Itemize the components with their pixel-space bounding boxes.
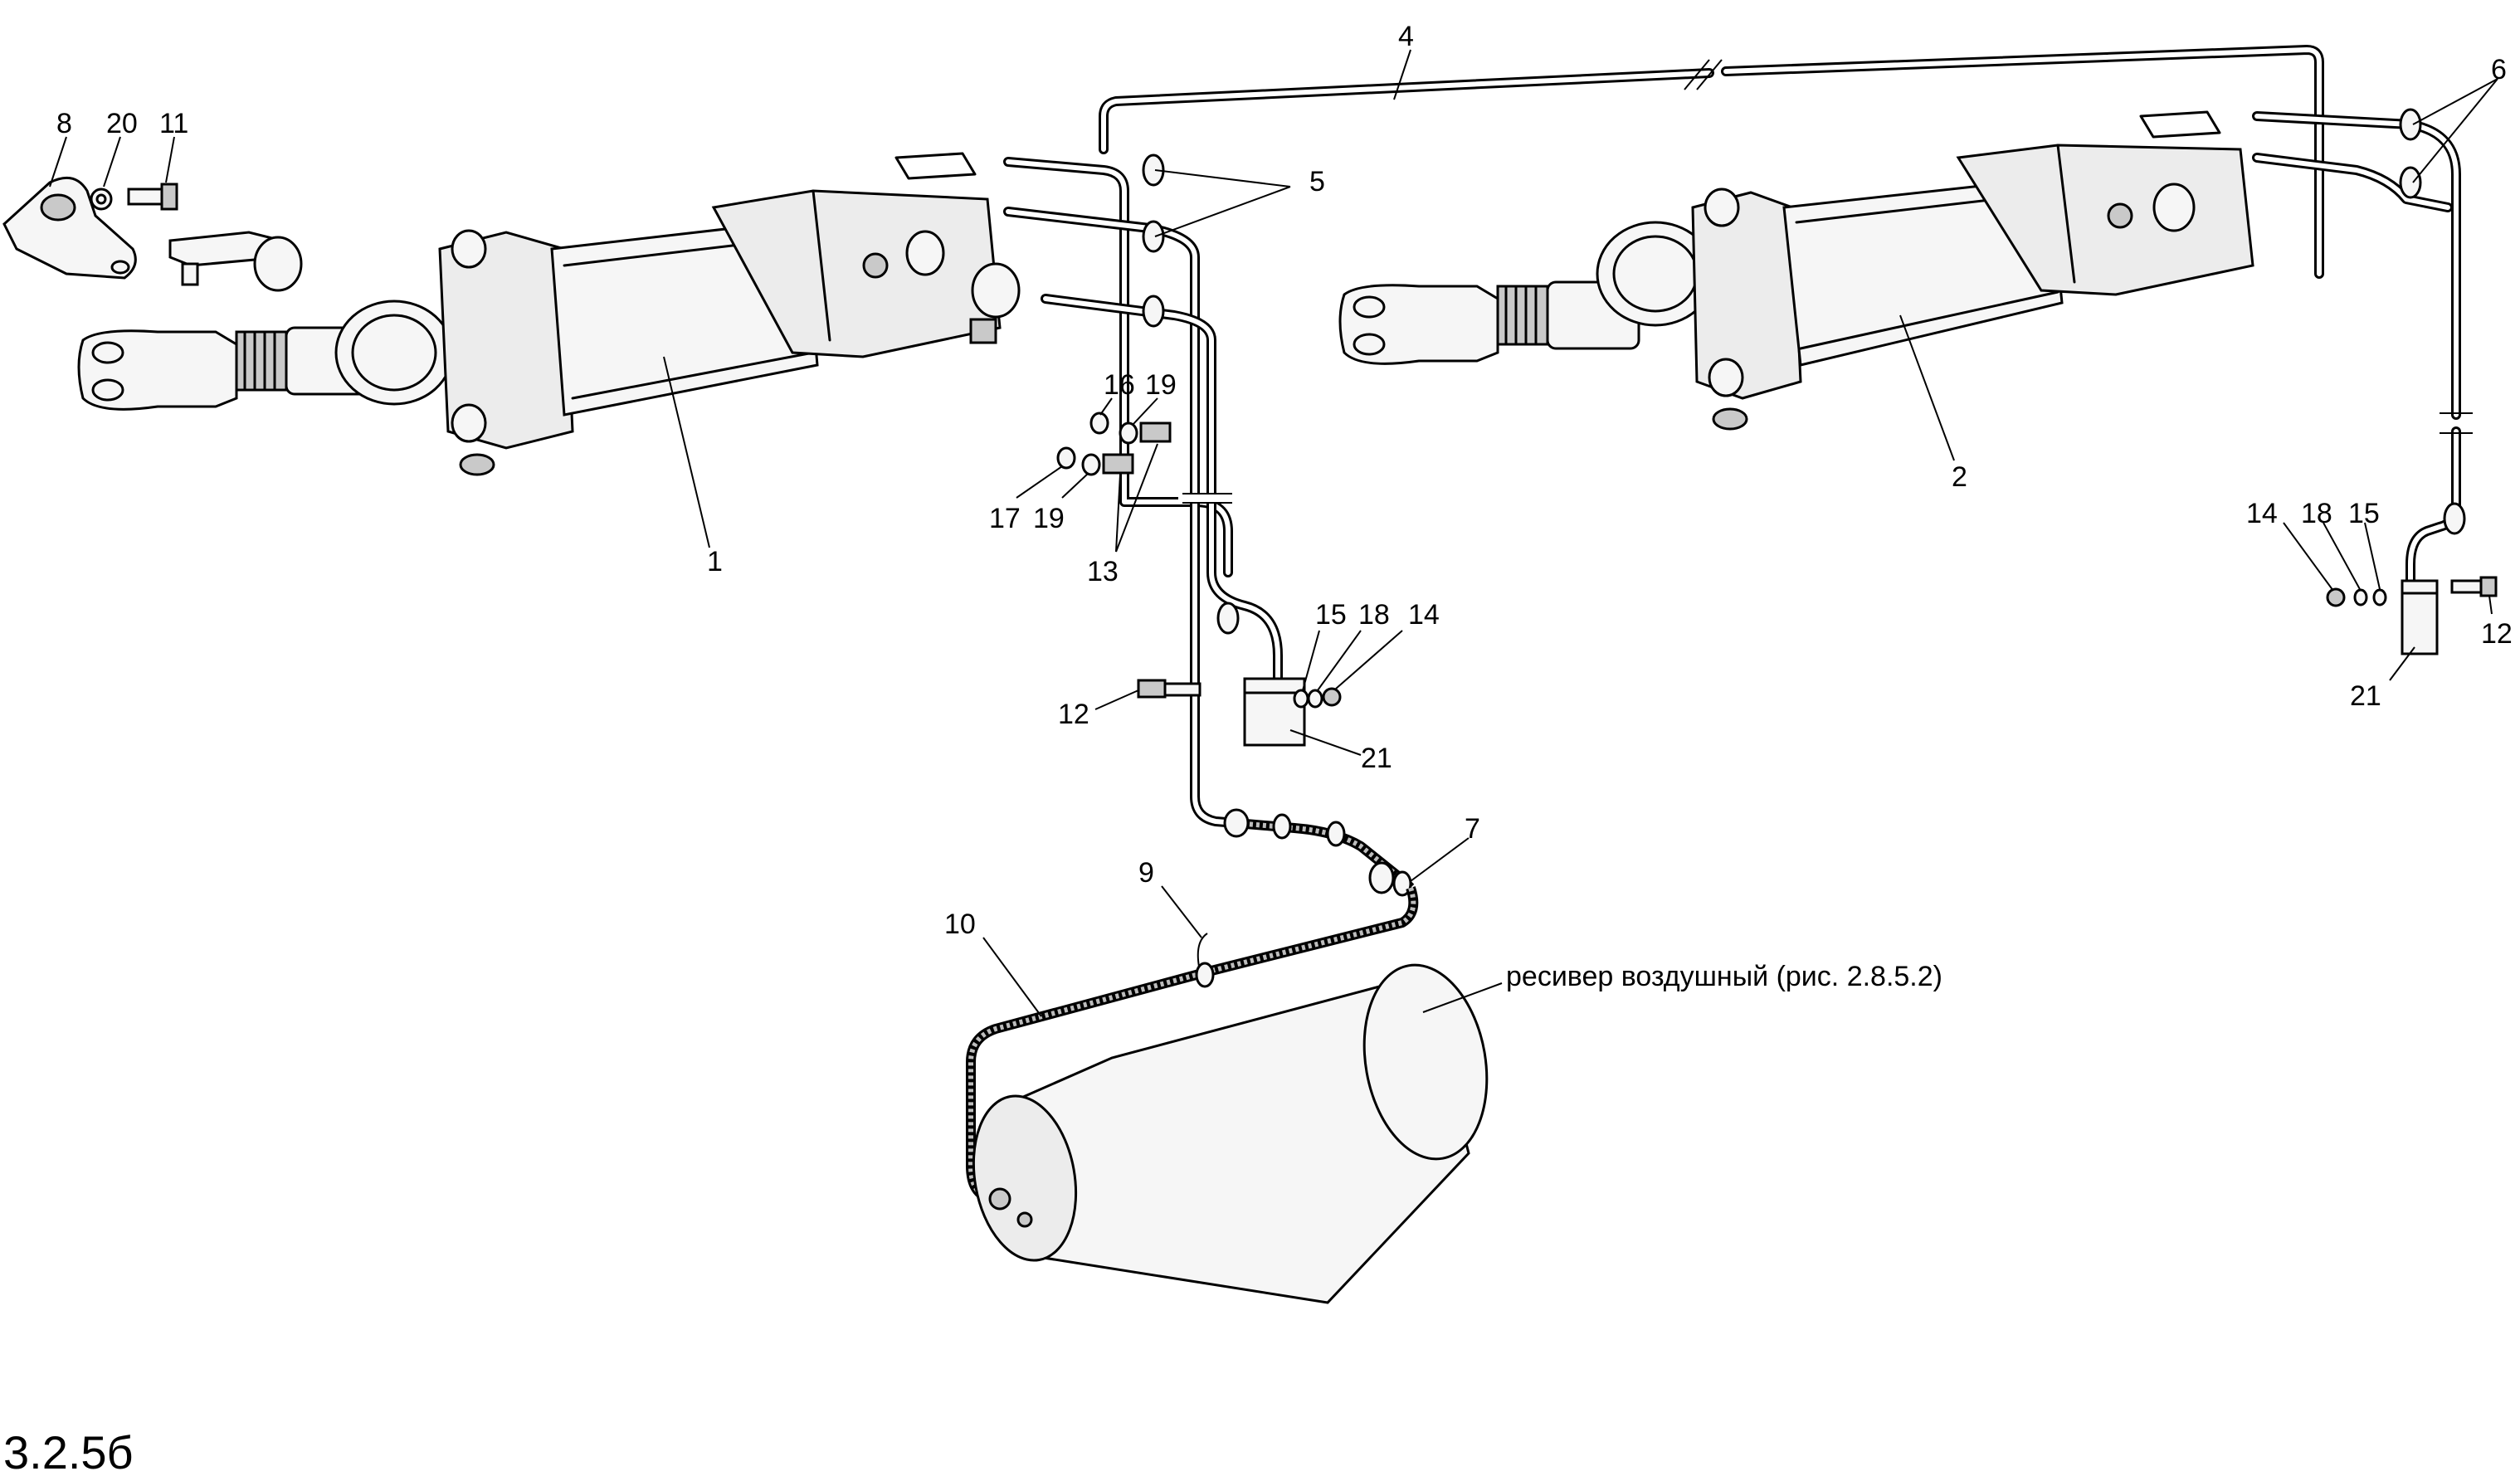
- leader-5b: [1154, 186, 1291, 237]
- leader-9: [1161, 885, 1202, 938]
- callout-1: 1: [707, 546, 723, 577]
- leader-10: [982, 937, 1042, 1017]
- callout-17: 17: [989, 503, 1021, 534]
- callout-5: 5: [1309, 166, 1325, 197]
- leader-12a: [1094, 689, 1139, 710]
- leader-15b: [2364, 522, 2381, 590]
- callout-21-right: 21: [2350, 680, 2381, 712]
- callout-18-right: 18: [2301, 498, 2332, 529]
- pipes-5: [1003, 153, 1283, 828]
- leader-5a: [1154, 169, 1291, 188]
- receiver-label: ресивер воздушный (рис. 2.8.5.2): [1506, 961, 1942, 992]
- valve-21-left: [1137, 677, 1342, 747]
- cylinder-2: [1338, 110, 2254, 431]
- clamp-9: [1195, 933, 1215, 988]
- leader-8: [49, 136, 67, 188]
- valve-21-right: [2326, 576, 2498, 655]
- part-11-bolt: [127, 183, 178, 211]
- leader-11: [165, 136, 175, 183]
- leader-13b: [1115, 474, 1121, 553]
- hose-7: [1223, 808, 1415, 897]
- part-8-bracket: [2, 176, 137, 280]
- callout-11: 11: [159, 108, 188, 139]
- callout-10: 10: [944, 909, 976, 940]
- callout-7: 7: [1465, 813, 1480, 845]
- callout-2: 2: [1952, 461, 1967, 493]
- callout-6: 6: [2491, 54, 2507, 85]
- leader-19b: [1061, 472, 1089, 499]
- part-20-washer: [90, 188, 113, 211]
- callout-18-left: 18: [1358, 599, 1390, 631]
- callout-14-left: 14: [1408, 599, 1440, 631]
- fasteners-left: [1056, 412, 1172, 476]
- callout-13: 13: [1087, 556, 1119, 587]
- leader-7: [1410, 837, 1470, 882]
- leader-14a: [1335, 630, 1403, 689]
- leader-12b: [2488, 595, 2493, 615]
- leader-20: [103, 136, 121, 188]
- leader-4: [1393, 49, 1411, 100]
- cylinder-1: [77, 152, 1021, 476]
- leader-18a: [1317, 630, 1362, 691]
- leader-21b: [2389, 646, 2415, 681]
- leader-6a: [2412, 78, 2498, 125]
- leader-1: [663, 356, 710, 548]
- callout-12-right: 12: [2481, 618, 2513, 650]
- leader-receiver: [1422, 982, 1503, 1013]
- leader-13a: [1115, 443, 1158, 553]
- leader-21a: [1289, 729, 1362, 756]
- callout-15-right: 15: [2348, 498, 2380, 529]
- leader-15a: [1302, 630, 1320, 691]
- figure-number: 3.2.5б: [3, 1426, 134, 1479]
- callout-4: 4: [1398, 21, 1414, 52]
- leader-16: [1099, 397, 1113, 416]
- spring-clip: [168, 231, 303, 292]
- leader-17: [1016, 465, 1063, 499]
- leader-19a: [1132, 397, 1158, 426]
- callout-12-left: 12: [1058, 699, 1089, 730]
- callout-21-left: 21: [1361, 743, 1392, 774]
- callout-8: 8: [56, 108, 72, 139]
- leader-18b: [2323, 522, 2362, 592]
- air-receiver: [972, 963, 1489, 1304]
- callout-9: 9: [1138, 857, 1154, 889]
- callout-19-top: 19: [1145, 369, 1177, 401]
- callout-15-left: 15: [1315, 599, 1347, 631]
- callout-19-bottom: 19: [1033, 503, 1065, 534]
- callout-14-right: 14: [2246, 498, 2278, 529]
- callout-16: 16: [1104, 369, 1135, 401]
- leader-14b: [2283, 522, 2334, 592]
- leader-2: [1899, 314, 1955, 461]
- leader-6b: [2412, 78, 2498, 183]
- callout-20: 20: [106, 108, 138, 139]
- pipe-4: [1099, 45, 2324, 279]
